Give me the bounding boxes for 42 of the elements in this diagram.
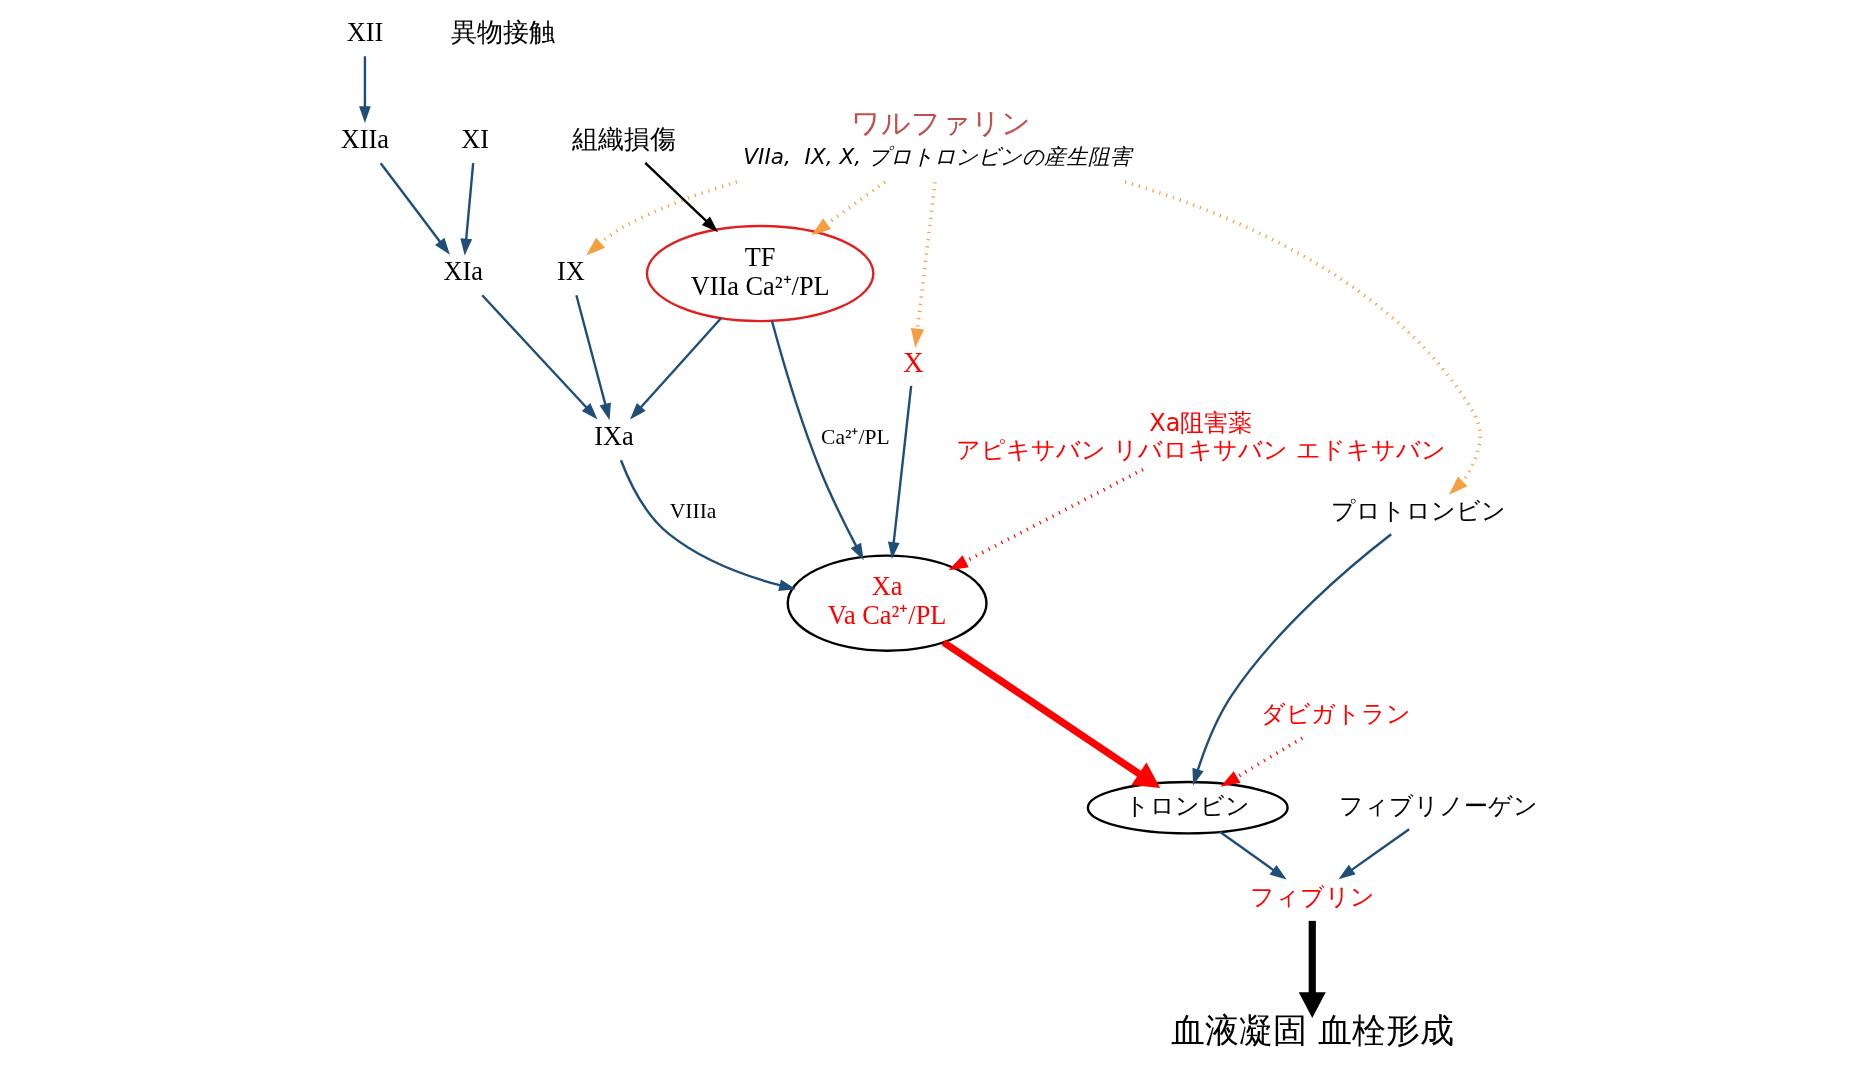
label: 異物接触 [450, 17, 555, 48]
arrow [1124, 180, 1482, 495]
edge-label: Ca²⁺/PL [821, 424, 890, 449]
arrow [586, 180, 738, 256]
arrow [359, 56, 371, 123]
arrow [481, 294, 598, 420]
arrow [619, 459, 796, 591]
node-text: XII [346, 18, 384, 48]
arrow [644, 162, 719, 233]
node-text: IX [557, 257, 585, 287]
arrow [811, 180, 886, 236]
node-text: XIIa [340, 124, 390, 154]
arrow [1338, 828, 1410, 880]
node-ellipse: TF VIIa Ca²⁺/PL [645, 224, 875, 323]
edge-label: VIIIa [669, 498, 717, 523]
arrow [1192, 533, 1392, 786]
node-text: X [903, 345, 924, 378]
node-text: フィブリン [1249, 882, 1375, 911]
arrow [460, 163, 475, 256]
node-text: フィブリノーゲン [1338, 791, 1538, 820]
arrow [1220, 736, 1304, 787]
arrow [1219, 830, 1287, 880]
arrow [887, 385, 913, 559]
node-text: ダビガトラン [1261, 700, 1412, 729]
node-label: VIIa, IX, X, プロトロンビンの産生阻害 [743, 144, 1132, 170]
node-text: XIa [443, 257, 483, 287]
node-text: ワルファリン [850, 105, 1031, 140]
arrow [770, 320, 864, 561]
node-ellipse: トロンビン [1086, 780, 1289, 835]
node-text: XI [461, 124, 489, 154]
arrow [910, 182, 937, 348]
arrow [575, 295, 611, 421]
node-text: IXa [594, 422, 634, 452]
arrow [629, 317, 722, 420]
arrow [948, 467, 1144, 571]
arrow [941, 639, 1161, 789]
node-text: 組織損傷 [571, 123, 676, 154]
arrow [379, 162, 450, 255]
node-text: Xa阻害薬 アピキサバン リバロキサバン エドキサバン [955, 409, 1446, 464]
node-text: プロトロンビン [1331, 496, 1507, 525]
node-text: 血液凝固 血栓形成 [1170, 1010, 1454, 1050]
arrow [1298, 920, 1326, 1018]
